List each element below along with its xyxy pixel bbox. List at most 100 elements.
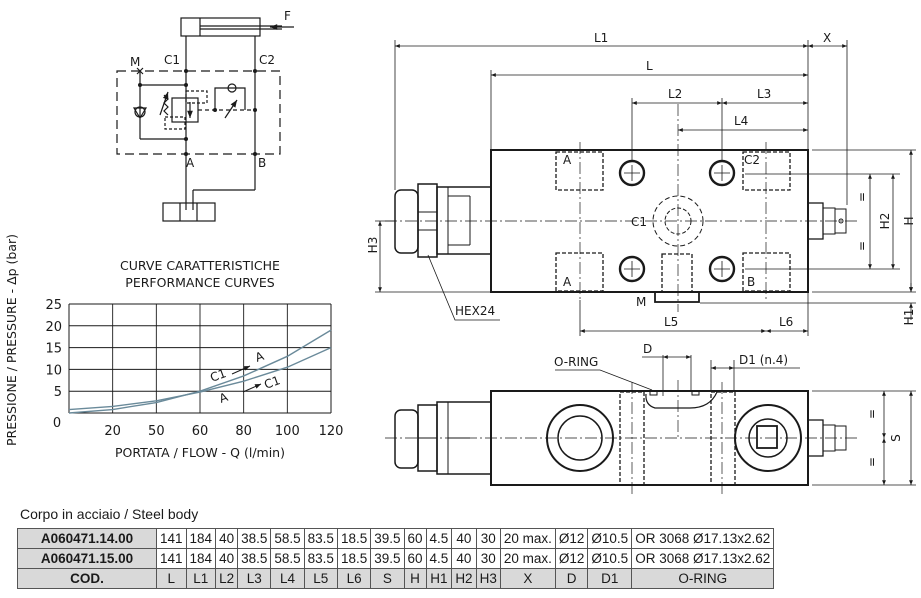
table-cell: 20 max.: [499, 548, 556, 569]
table-cell: 58.5: [270, 548, 305, 569]
table-cell: 184: [185, 528, 217, 549]
svg-text:D1 (n.4): D1 (n.4): [739, 353, 788, 367]
svg-text:A: A: [563, 153, 572, 167]
y-tick-label: 5: [54, 385, 62, 400]
table-cell: 18.5: [336, 548, 372, 569]
table-cell: 39.5: [370, 528, 405, 549]
label-f: F: [284, 9, 291, 23]
chart-series: [68, 329, 332, 414]
svg-text:B: B: [747, 275, 755, 289]
svg-text:C2: C2: [744, 153, 760, 167]
svg-text:L5: L5: [664, 315, 678, 329]
svg-text:L: L: [646, 59, 653, 73]
table-cell: L1: [185, 568, 217, 589]
x-tick-label: 80: [235, 424, 252, 439]
svg-text:HEX24: HEX24: [455, 304, 495, 318]
table-cell: L6: [336, 568, 372, 589]
series-arrow-icon: [242, 383, 262, 393]
svg-text:H2: H2: [878, 213, 892, 230]
y-axis-label: PRESSIONE / PRESSURE - Δp (bar): [4, 234, 19, 446]
table-caption: Corpo in acciaio / Steel body: [20, 506, 199, 522]
y-tick-label: 15: [45, 342, 62, 357]
x-axis-label: PORTATA / FLOW - Q (l/min): [115, 445, 285, 460]
table-cell: 39.5: [370, 548, 405, 569]
top-view-labels: L1 X L L2 L3 L4 L5 L6 A A C2 B C1 M HEX2…: [366, 31, 916, 329]
x-tick-label: 50: [148, 424, 165, 439]
x-tick-label: 60: [192, 424, 209, 439]
label-a: A: [186, 156, 195, 170]
table-cell: L3: [237, 568, 272, 589]
x-tick-label: 0: [53, 416, 61, 431]
table-cell: OR 3068 Ø17.13x2.62: [631, 528, 775, 549]
table-cell: 18.5: [336, 528, 372, 549]
directional-valve: [162, 202, 216, 222]
table-cell: Ø10.5: [587, 528, 633, 549]
table-cell: 60: [403, 548, 427, 569]
table-cell: O-RING: [631, 568, 775, 589]
top-view-drawing: [375, 40, 916, 336]
table-cell: 58.5: [270, 528, 305, 549]
table-cell: L: [156, 568, 187, 589]
table-cell: OR 3068 Ø17.13x2.62: [631, 548, 775, 569]
label-m: M: [130, 55, 140, 69]
cell-code: COD.: [17, 568, 157, 589]
y-tick-label: 25: [45, 298, 62, 313]
x-tick-label: 20: [104, 424, 121, 439]
label-c1: C1: [164, 53, 180, 67]
svg-text:D: D: [643, 342, 652, 356]
table-cell: 60: [403, 528, 427, 549]
table-cell: 38.5: [237, 528, 272, 549]
table-cell: H1: [425, 568, 453, 589]
svg-text:L1: L1: [594, 31, 608, 45]
table-cell: 40: [215, 528, 239, 549]
svg-text:S: S: [889, 434, 903, 442]
svg-text:=: =: [855, 241, 869, 251]
table-cell: 184: [185, 548, 217, 569]
svg-text:=: =: [865, 409, 879, 419]
valve-envelope: [116, 70, 281, 155]
table-cell: 4.5: [425, 528, 453, 549]
svg-text:C1: C1: [631, 215, 647, 229]
table-cell: 83.5: [303, 528, 338, 549]
table-cell: 141: [156, 548, 187, 569]
svg-text:L3: L3: [757, 87, 771, 101]
chart-title: CURVE CARATTERISTICHE: [120, 258, 280, 273]
table-cell: D1: [587, 568, 633, 589]
table-cell: 40: [215, 548, 239, 569]
y-tick-label: 10: [45, 363, 62, 378]
svg-text:=: =: [855, 192, 869, 202]
svg-text:L6: L6: [779, 315, 793, 329]
table-cell: 40: [451, 528, 477, 549]
svg-text:O-RING: O-RING: [554, 355, 598, 369]
o-ring-leader: [555, 369, 653, 391]
side-view-drawing: [385, 355, 916, 494]
gauge-port-m: [654, 291, 700, 303]
label-c2: C2: [259, 53, 275, 67]
cartridge-cap: [394, 189, 419, 254]
schematic-labels: F M C1 C2 A B: [130, 9, 291, 170]
side-view-labels: O-RING D D1 (n.4) S = =: [554, 342, 903, 467]
table-cell: Ø12: [554, 528, 589, 549]
table-cell: 141: [156, 528, 187, 549]
series-label-a-c1-to: C1: [262, 373, 282, 392]
table-cell: Ø12: [554, 548, 589, 569]
cell-code: A060471.14.00: [17, 528, 157, 549]
table-cell: H: [403, 568, 427, 589]
table-cell: 30: [475, 548, 501, 569]
hydraulic-schematic: [116, 17, 294, 222]
table-cell: H2: [451, 568, 477, 589]
series-arrow-icon: [231, 365, 251, 375]
hex-leader: [427, 254, 500, 321]
svg-text:M: M: [636, 295, 646, 309]
svg-text:L4: L4: [734, 114, 748, 128]
table-cell: L2: [215, 568, 239, 589]
x-tick-label: 100: [275, 424, 300, 439]
table-cell: L5: [303, 568, 338, 589]
svg-text:H1: H1: [902, 309, 916, 326]
